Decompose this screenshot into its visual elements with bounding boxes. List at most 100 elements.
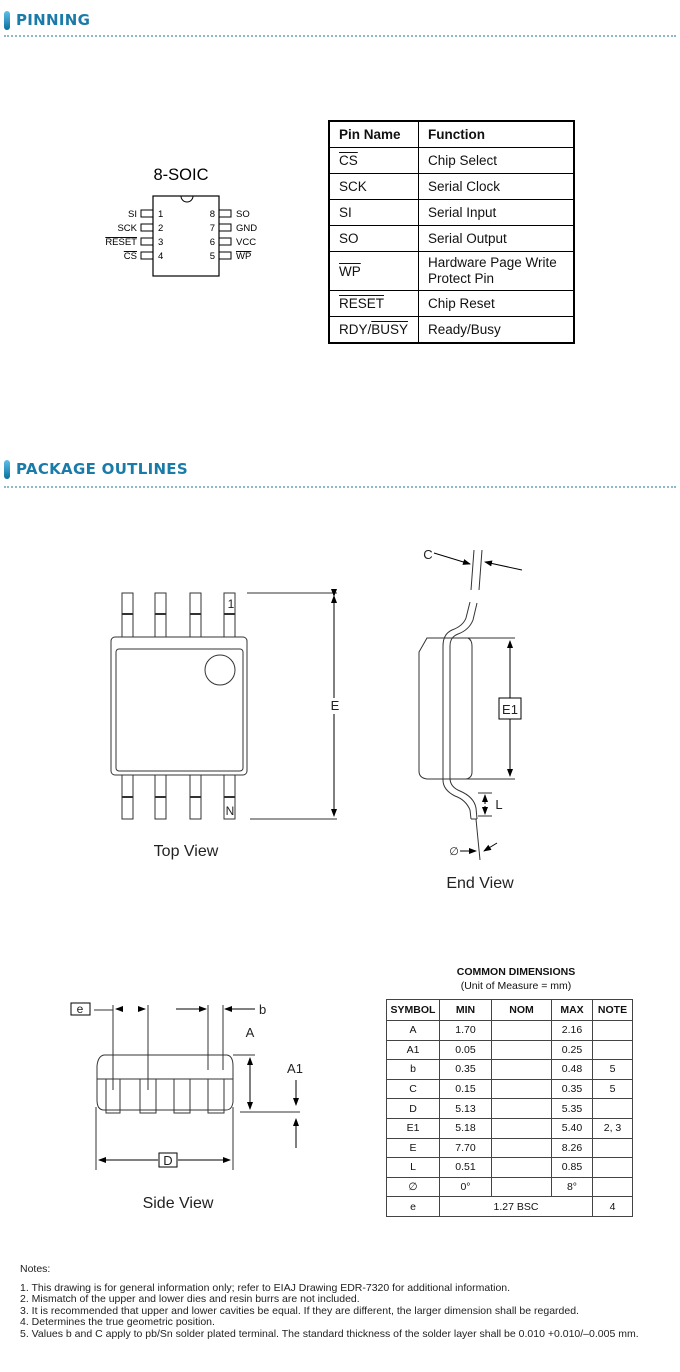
cell-min: 0° <box>439 1176 492 1198</box>
cell-symbol: D <box>386 1098 440 1119</box>
cell-note <box>592 1157 633 1178</box>
pin1-label: 1 <box>228 597 235 611</box>
section-title: PINNING <box>16 11 91 29</box>
pin-name: VCC <box>236 237 256 248</box>
cell-max: 5.40 <box>551 1117 593 1139</box>
cell-note <box>592 1137 633 1159</box>
notes: Notes: 1. This drawing is for general in… <box>20 1263 639 1341</box>
dim-c-label: C <box>423 547 432 562</box>
cell-note: 2, 3 <box>592 1117 633 1139</box>
pinN-label: N <box>226 804 235 818</box>
cell-symbol: L <box>386 1157 440 1178</box>
end-view-drawing: C E1 L ∅ End View <box>418 547 523 892</box>
cell-symbol: b <box>386 1059 440 1080</box>
notes-heading: Notes: <box>20 1263 51 1275</box>
dimensions-subtitle: (Unit of Measure = mm) <box>460 980 572 992</box>
pin-name: SCK <box>328 173 419 200</box>
pin-function: Serial Output <box>418 225 575 252</box>
table-header-row: SYMBOL MIN NOM MAX NOTE <box>386 999 633 1021</box>
pin-name: SI <box>128 209 137 220</box>
dimensions-title: COMMON DIMENSIONS <box>456 966 576 978</box>
angle-label: ∅ <box>449 846 459 858</box>
dim-e1-label: E1 <box>502 702 518 717</box>
cell-note: 5 <box>592 1059 633 1080</box>
cell-max: 8° <box>551 1176 593 1198</box>
ic-body <box>152 195 220 277</box>
pin-name: RESET <box>105 237 137 248</box>
left-pins: SI SCK RESET CS 1 2 3 4 <box>105 209 163 262</box>
cell-min: 0.35 <box>439 1059 492 1080</box>
end-view-caption: End View <box>446 875 514 892</box>
bottom-leads <box>121 774 236 820</box>
cell-nom <box>491 1176 552 1198</box>
cell-symbol: C <box>386 1078 440 1100</box>
pinout-diagram: 8-SOIC SI SCK RESET CS 1 2 3 4 <box>105 166 258 277</box>
pin-number: 1 <box>158 209 163 220</box>
pin-name: WP <box>328 251 419 291</box>
note-item: 1. This drawing is for general informati… <box>20 1281 511 1294</box>
note-item: 3. It is recommended that upper and lowe… <box>20 1304 579 1317</box>
cell-nom <box>491 1020 552 1041</box>
cell-note <box>592 1039 633 1061</box>
pin-function: Serial Input <box>418 199 575 226</box>
header-nom: NOM <box>491 999 552 1021</box>
cell-max: 2.16 <box>551 1020 593 1041</box>
pin-number: 4 <box>158 251 163 262</box>
pin-function: Chip Select <box>418 147 575 174</box>
cell-note <box>592 1176 633 1198</box>
cell-symbol: e <box>386 1196 440 1217</box>
section-bar-icon <box>4 459 10 479</box>
pin-name: RDY/BUSY <box>328 316 419 344</box>
table-header-row: Pin Name Function <box>328 120 575 148</box>
pin-name: SO <box>236 209 250 220</box>
cell-nom <box>491 1039 552 1061</box>
pin-number: 8 <box>210 209 215 220</box>
pin-function: Serial Clock <box>418 173 575 200</box>
cell-note <box>592 1098 633 1119</box>
pin-number: 3 <box>158 237 163 248</box>
cell-max: 5.35 <box>551 1098 593 1119</box>
pin-name: CS <box>124 251 137 262</box>
right-pins: SO GND VCC WP 8 7 6 5 <box>210 209 258 262</box>
pin-name: RESET <box>328 290 419 317</box>
cell-note: 5 <box>592 1078 633 1100</box>
pin-name-part: BUSY <box>371 322 409 337</box>
cell-symbol: E <box>386 1137 440 1159</box>
cell-max: 0.48 <box>551 1059 593 1080</box>
cell-max: 8.26 <box>551 1137 593 1159</box>
header-pin-name: Pin Name <box>328 120 419 148</box>
table-row: ∅0°8° <box>386 1176 633 1198</box>
pin-name: SI <box>328 199 419 226</box>
header-symbol: SYMBOL <box>386 999 440 1021</box>
package-label: 8-SOIC <box>153 166 208 184</box>
cell-max: 0.35 <box>551 1078 593 1100</box>
pin-function: Ready/Busy <box>418 316 575 344</box>
cell-note <box>592 1020 633 1041</box>
cell-note: 4 <box>592 1196 633 1217</box>
section-bar-icon <box>4 10 10 30</box>
top-leads <box>121 592 236 638</box>
pin-name: GND <box>236 223 257 234</box>
dim-a1-label: A1 <box>287 1061 303 1076</box>
pin-number: 7 <box>210 223 215 234</box>
cell-min: 5.18 <box>439 1117 492 1139</box>
section-title: PACKAGE OUTLINES <box>16 460 188 478</box>
dimensions-title-block: COMMON DIMENSIONS (Unit of Measure = mm) <box>386 965 646 993</box>
header-function: Function <box>418 120 575 148</box>
header-min: MIN <box>439 999 492 1021</box>
cell-min: 0.51 <box>439 1157 492 1178</box>
note-item: 5. Values b and C apply to pb/Sn solder … <box>20 1327 639 1340</box>
side-view-caption: Side View <box>143 1195 214 1212</box>
cell-nom <box>491 1059 552 1080</box>
note-item: 2. Mismatch of the upper and lower dies … <box>20 1293 360 1306</box>
divider <box>4 486 676 488</box>
